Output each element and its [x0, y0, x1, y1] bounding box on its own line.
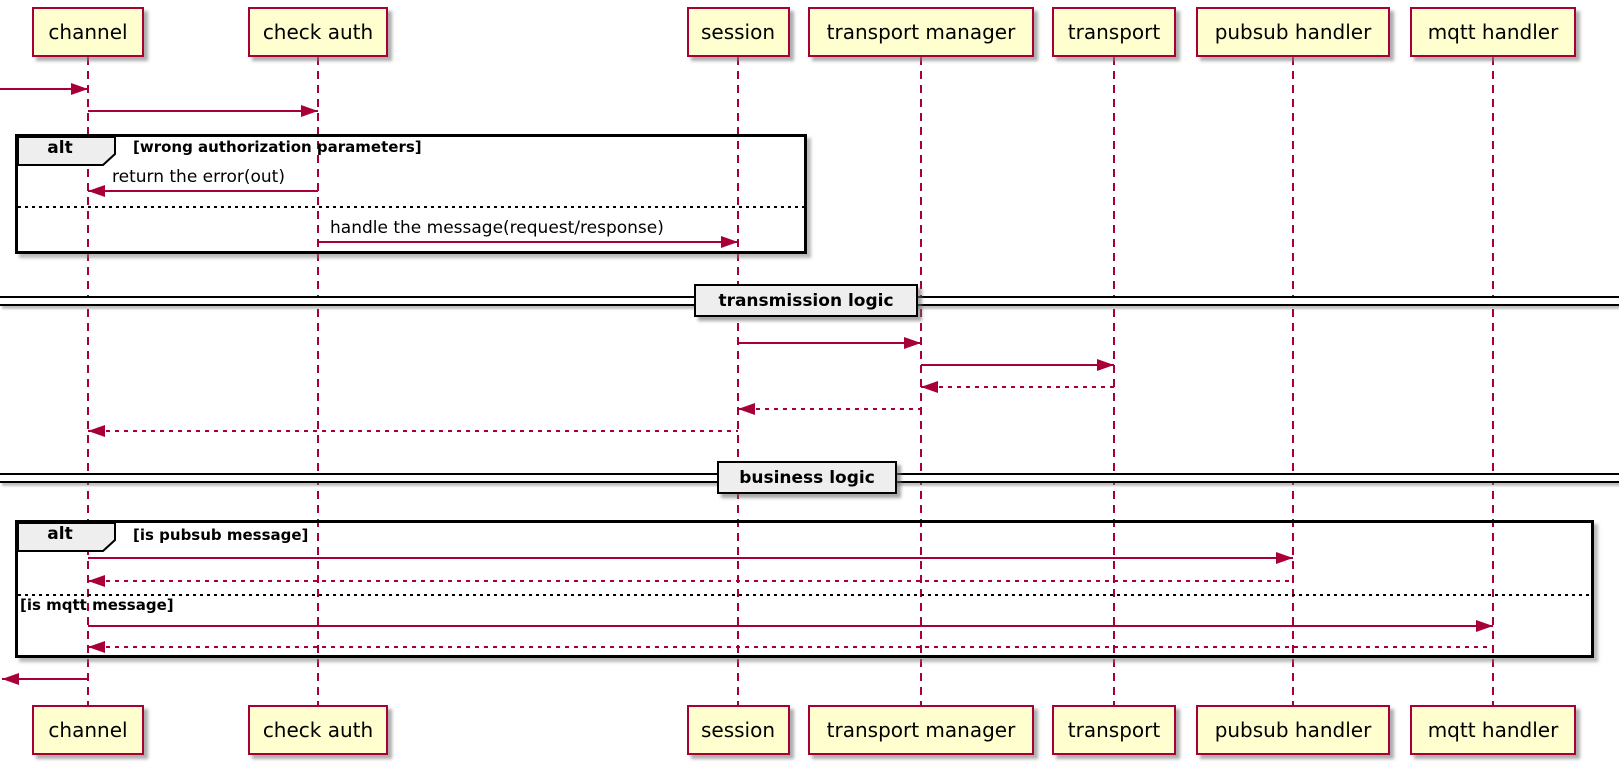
arrowhead-channel: [88, 641, 105, 653]
divider-label-business-logic: business logic: [717, 461, 897, 494]
alt-frame-header: [17, 136, 117, 166]
message-line-channel-to-mqtt-handler: [88, 625, 1493, 627]
arrowhead-session: [738, 403, 755, 415]
alt-else-divider: [18, 206, 804, 208]
arrowhead-channel: [88, 425, 105, 437]
participant-top-channel: channel: [32, 7, 144, 57]
lifeline-transport: [1113, 57, 1115, 705]
arrowhead-outside: [2, 673, 19, 685]
message-line-transport-manager-to-session: [738, 408, 921, 410]
alt-else-divider: [18, 594, 1591, 596]
participant-label: mqtt handler: [1427, 718, 1559, 742]
participant-label: pubsub handler: [1214, 718, 1372, 742]
participant-bottom-transport-manager: transport manager: [808, 705, 1034, 755]
participant-label: pubsub handler: [1214, 20, 1372, 44]
alt-frame-keyword: alt: [47, 138, 73, 158]
alt-frame-header: [17, 522, 117, 552]
participant-label: mqtt handler: [1427, 20, 1559, 44]
message-line-mqtt-handler-to-channel: [88, 646, 1493, 648]
arrowhead-channel: [88, 185, 105, 197]
lifeline-check-auth: [317, 57, 319, 705]
message-line-session-to-channel: [88, 430, 738, 432]
participant-label: transport manager: [826, 20, 1016, 44]
arrowhead-transport: [1097, 359, 1114, 371]
message-line-transport-to-transport-manager: [921, 386, 1114, 388]
participant-bottom-pubsub-handler: pubsub handler: [1196, 705, 1390, 755]
participant-label: transport manager: [826, 718, 1016, 742]
alt-condition: [is pubsub message]: [133, 526, 309, 544]
participant-label: channel: [48, 20, 128, 44]
lifeline-channel: [87, 57, 89, 705]
participant-top-check-auth: check auth: [248, 7, 388, 57]
participant-bottom-mqtt-handler: mqtt handler: [1410, 705, 1576, 755]
arrowhead-channel: [88, 575, 105, 587]
alt-frame-1: alt: [15, 134, 807, 254]
arrowhead-check-auth: [301, 105, 318, 117]
lifeline-mqtt-handler: [1492, 57, 1494, 705]
arrowhead-transport-manager: [904, 337, 921, 349]
participant-bottom-channel: channel: [32, 705, 144, 755]
participant-top-transport: transport: [1052, 7, 1176, 57]
message-label: return the error(out): [112, 167, 285, 187]
participant-bottom-check-auth: check auth: [248, 705, 388, 755]
participant-label: transport: [1067, 20, 1161, 44]
message-label: handle the message(request/response): [330, 218, 664, 238]
lifeline-session: [737, 57, 739, 705]
participant-label: transport: [1067, 718, 1161, 742]
participant-bottom-transport: transport: [1052, 705, 1176, 755]
participant-top-transport-manager: transport manager: [808, 7, 1034, 57]
arrowhead-channel: [71, 83, 88, 95]
divider-label-transmission-logic: transmission logic: [694, 284, 918, 317]
message-line-outside-to-channel: [0, 88, 88, 90]
participant-bottom-session: session: [686, 705, 790, 755]
alt-condition: [wrong authorization parameters]: [133, 138, 422, 156]
participant-label: session: [700, 718, 776, 742]
arrowhead-session: [721, 236, 738, 248]
alt-frame-keyword: alt: [47, 524, 73, 544]
message-line-session-to-transport-manager: [738, 342, 921, 344]
arrowhead-transport-manager: [921, 381, 938, 393]
lifeline-pubsub-handler: [1292, 57, 1294, 705]
message-line-channel-to-check-auth: [88, 110, 318, 112]
message-line-channel-to-outside: [2, 678, 88, 680]
arrowhead-mqtt-handler: [1476, 620, 1493, 632]
message-line-channel-to-pubsub-handler: [88, 557, 1293, 559]
message-line-pubsub-handler-to-channel: [88, 580, 1293, 582]
arrowhead-pubsub-handler: [1276, 552, 1293, 564]
participant-label: session: [700, 20, 776, 44]
alt-condition: [is mqtt message]: [20, 596, 174, 614]
participant-label: check auth: [262, 718, 374, 742]
participant-label: channel: [48, 718, 128, 742]
message-line-check-auth-to-session: [318, 241, 738, 243]
alt-frame-2: alt: [15, 520, 1594, 658]
message-line-check-auth-to-channel: [88, 190, 318, 192]
participant-label: check auth: [262, 20, 374, 44]
message-line-transport-manager-to-transport: [921, 364, 1114, 366]
participant-top-pubsub-handler: pubsub handler: [1196, 7, 1390, 57]
participant-top-mqtt-handler: mqtt handler: [1410, 7, 1576, 57]
participant-top-session: session: [686, 7, 790, 57]
